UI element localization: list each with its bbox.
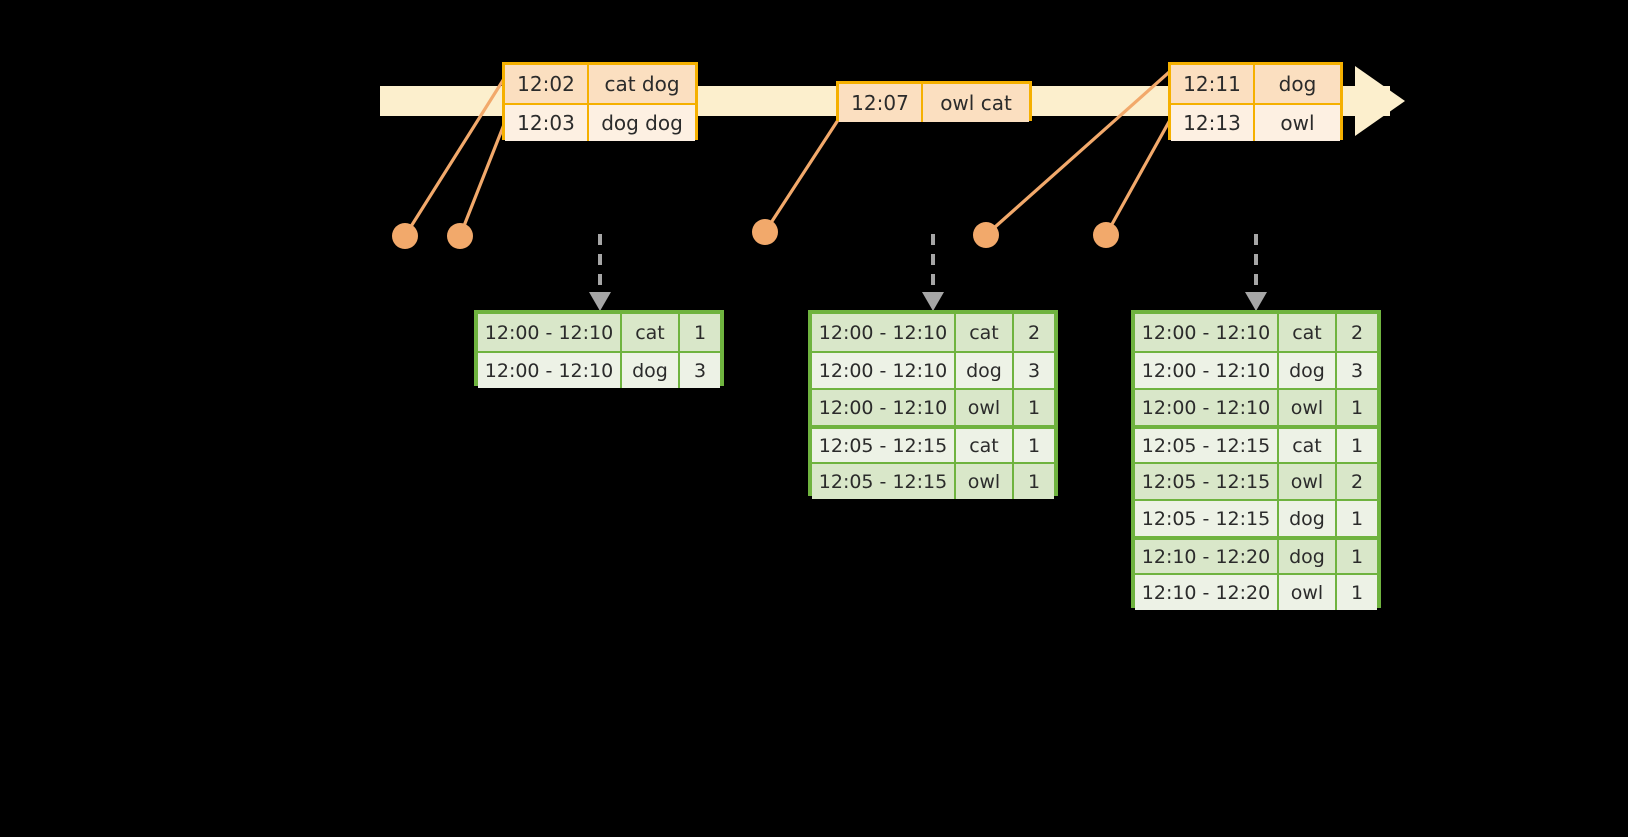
connector-dot-1 <box>392 223 418 249</box>
table-row[interactable]: 12:05 - 12:15 cat 1 <box>812 425 1054 462</box>
cell-count: 3 <box>1350 359 1364 382</box>
table-row[interactable]: 12:00 - 12:10 cat 1 <box>478 314 720 351</box>
event-time: 12:11 <box>1171 65 1255 103</box>
table-row[interactable]: 12:00 - 12:10 dog 3 <box>478 351 720 388</box>
cell-count: 1 <box>1350 434 1364 457</box>
cell-key: cat <box>956 429 1014 462</box>
connector-line-5 <box>1104 118 1172 237</box>
cell-window: 12:00 - 12:10 <box>478 353 622 388</box>
table-row[interactable]: 12:05 - 12:15 dog 1 <box>1135 499 1377 536</box>
connector-dot-2 <box>447 223 473 249</box>
cell-key: dog <box>1279 540 1337 573</box>
cell-key: owl <box>1279 390 1337 425</box>
table-row[interactable]: 12:00 - 12:10 owl 1 <box>1135 388 1377 425</box>
table-row[interactable]: 12:10 - 12:20 owl 1 <box>1135 573 1377 610</box>
cell-count: 2 <box>1027 321 1041 344</box>
cell-count: 1 <box>1027 434 1041 457</box>
emit-arrows <box>589 234 1267 311</box>
connector-dots <box>392 219 1119 249</box>
cell-key: dog <box>1279 353 1337 388</box>
cell-count: 1 <box>693 321 707 344</box>
cell-key: owl <box>956 390 1014 425</box>
cell-count: 2 <box>1350 470 1364 493</box>
table-row[interactable]: 12:00 - 12:10 dog 3 <box>812 351 1054 388</box>
cell-key: cat <box>956 314 1014 351</box>
cell-key: owl <box>956 464 1014 499</box>
connector-line-2 <box>458 120 507 238</box>
cell-window: 12:05 - 12:15 <box>812 429 956 462</box>
cell-count: 1 <box>1350 545 1364 568</box>
connector-dot-3 <box>752 219 778 245</box>
cell-key: owl <box>1279 464 1337 499</box>
event-time: 12:02 <box>505 65 589 103</box>
cell-window: 12:00 - 12:10 <box>478 314 622 351</box>
emit-arrow-1 <box>589 234 611 311</box>
cell-window: 12:00 - 12:10 <box>812 390 956 425</box>
cell-count: 2 <box>1350 321 1364 344</box>
emit-arrow-3 <box>1245 234 1267 311</box>
cell-count: 1 <box>1350 581 1364 604</box>
event-words: dog dog <box>601 111 683 135</box>
event-words: dog <box>1278 72 1317 96</box>
event-row[interactable]: 12:02 cat dog <box>505 65 695 103</box>
result-table-3[interactable]: 12:00 - 12:10 cat 2 12:00 - 12:10 dog 3 … <box>1131 310 1381 610</box>
cell-window: 12:00 - 12:10 <box>1135 314 1279 351</box>
cell-key: cat <box>622 314 680 351</box>
event-row[interactable]: 12:13 owl <box>1171 103 1340 141</box>
table-row[interactable]: 12:00 - 12:10 cat 2 <box>812 314 1054 351</box>
cell-window: 12:00 - 12:10 <box>1135 353 1279 388</box>
table-row[interactable]: 12:00 - 12:10 dog 3 <box>1135 351 1377 388</box>
table-row[interactable]: 12:05 - 12:15 cat 1 <box>1135 425 1377 462</box>
table-row[interactable]: 12:10 - 12:20 dog 1 <box>1135 536 1377 573</box>
event-row[interactable]: 12:07 owl cat <box>839 84 1029 122</box>
cell-key: cat <box>1279 429 1337 462</box>
event-row[interactable]: 12:11 dog <box>1171 65 1340 103</box>
event-time: 12:13 <box>1171 105 1255 141</box>
event-time: 12:03 <box>505 105 589 141</box>
cell-window: 12:10 - 12:20 <box>1135 540 1279 573</box>
cell-window: 12:05 - 12:15 <box>1135 429 1279 462</box>
cell-count: 1 <box>1350 507 1364 530</box>
connector-line-1 <box>403 64 514 238</box>
cell-window: 12:05 - 12:15 <box>1135 501 1279 536</box>
cell-count: 1 <box>1027 396 1041 419</box>
cell-key: cat <box>1279 314 1337 351</box>
event-row[interactable]: 12:03 dog dog <box>505 103 695 141</box>
connector-dot-4 <box>973 222 999 248</box>
cell-window: 12:00 - 12:10 <box>1135 390 1279 425</box>
cell-window: 12:10 - 12:20 <box>1135 575 1279 610</box>
event-time: 12:07 <box>839 84 923 122</box>
cell-key: dog <box>622 353 680 388</box>
event-group-2[interactable]: 12:07 owl cat <box>836 81 1032 122</box>
table-row[interactable]: 12:05 - 12:15 owl 1 <box>812 462 1054 499</box>
event-words: owl cat <box>940 91 1012 115</box>
event-group-3[interactable]: 12:11 dog 12:13 owl <box>1168 62 1343 141</box>
cell-key: dog <box>1279 501 1337 536</box>
connector-line-3 <box>763 115 842 234</box>
table-row[interactable]: 12:00 - 12:10 owl 1 <box>812 388 1054 425</box>
event-words: owl <box>1280 111 1315 135</box>
cell-key: owl <box>1279 575 1337 610</box>
cell-window: 12:05 - 12:15 <box>1135 464 1279 499</box>
table-row[interactable]: 12:05 - 12:15 owl 2 <box>1135 462 1377 499</box>
cell-key: dog <box>956 353 1014 388</box>
result-table-1[interactable]: 12:00 - 12:10 cat 1 12:00 - 12:10 dog 3 <box>474 310 724 388</box>
cell-count: 3 <box>693 359 707 382</box>
cell-window: 12:05 - 12:15 <box>812 464 956 499</box>
cell-count: 3 <box>1027 359 1041 382</box>
cell-count: 1 <box>1027 470 1041 493</box>
cell-window: 12:00 - 12:10 <box>812 353 956 388</box>
emit-arrow-2 <box>922 234 944 311</box>
connector-dot-5 <box>1093 222 1119 248</box>
table-row[interactable]: 12:00 - 12:10 cat 2 <box>1135 314 1377 351</box>
result-table-2[interactable]: 12:00 - 12:10 cat 2 12:00 - 12:10 dog 3 … <box>808 310 1058 499</box>
event-words: cat dog <box>604 72 680 96</box>
cell-count: 1 <box>1350 396 1364 419</box>
event-group-1[interactable]: 12:02 cat dog 12:03 dog dog <box>502 62 698 141</box>
cell-window: 12:00 - 12:10 <box>812 314 956 351</box>
